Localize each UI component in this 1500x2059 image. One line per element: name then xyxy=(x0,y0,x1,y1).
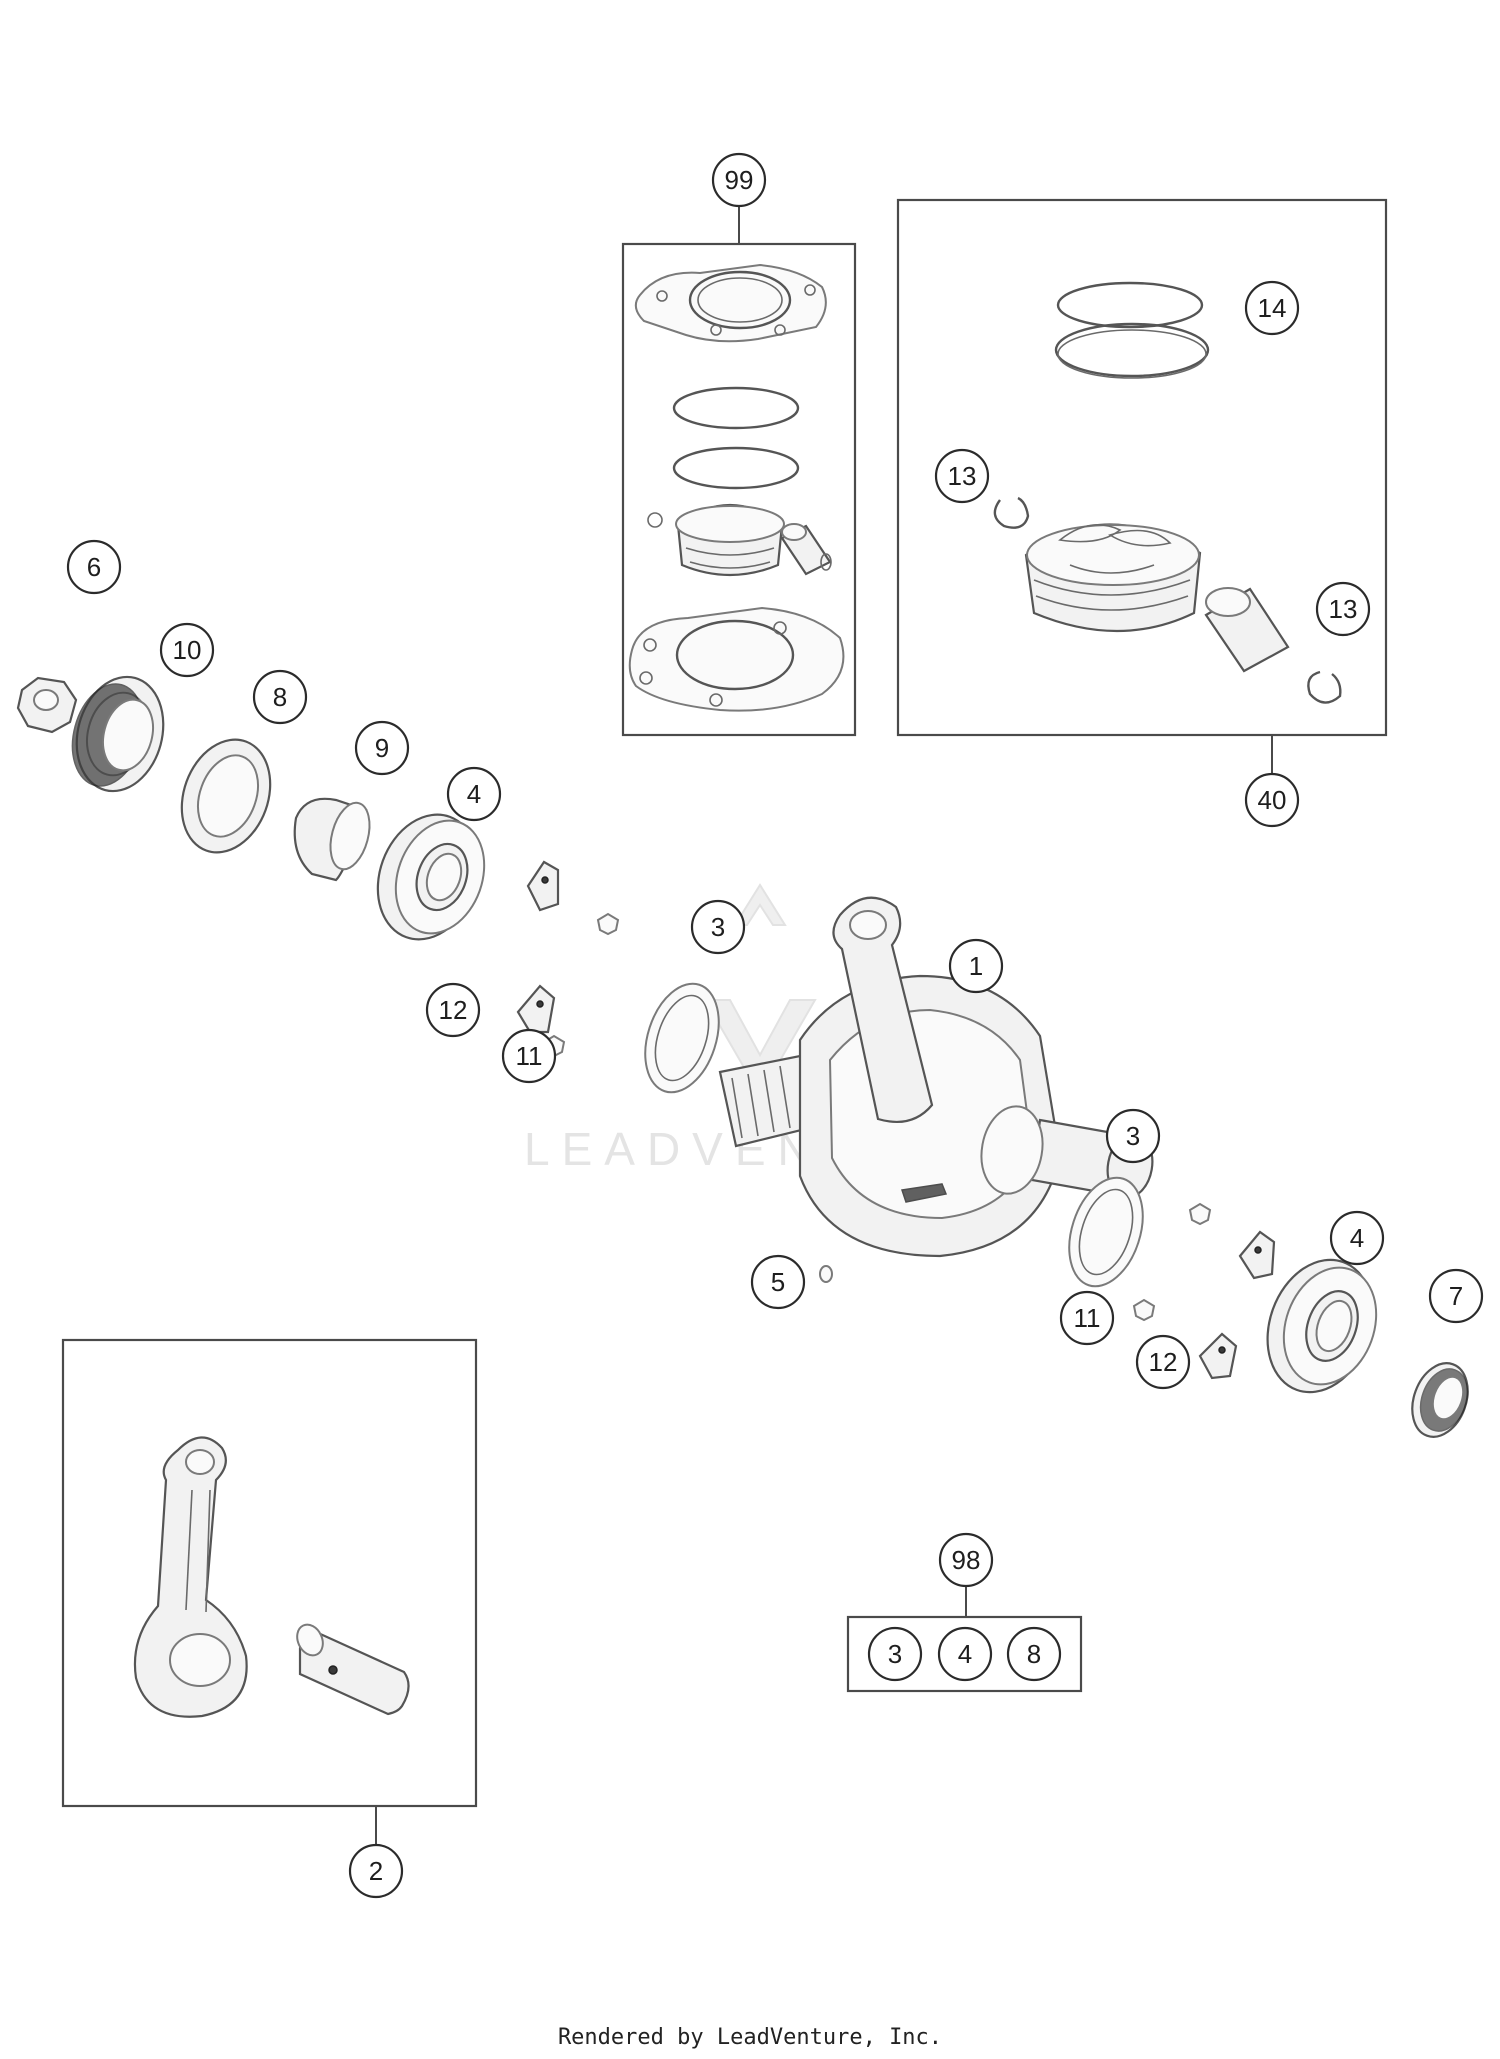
svg-text:9: 9 xyxy=(375,733,389,763)
piston-assembly-40-box xyxy=(896,198,1388,775)
callout-kit98-4[interactable]: 4 xyxy=(937,1626,993,1682)
callout-3-left[interactable]: 3 xyxy=(690,899,746,955)
svg-text:5: 5 xyxy=(771,1267,785,1297)
svg-text:1: 1 xyxy=(969,951,983,981)
svg-text:2: 2 xyxy=(369,1856,383,1886)
svg-text:10: 10 xyxy=(173,635,202,665)
callout-2[interactable]: 2 xyxy=(348,1843,404,1899)
callout-kit98-8[interactable]: 8 xyxy=(1006,1626,1062,1682)
callout-98[interactable]: 98 xyxy=(938,1532,994,1588)
conrod-2-box xyxy=(61,1338,478,1846)
svg-text:3: 3 xyxy=(711,912,725,942)
callout-kit98-3[interactable]: 3 xyxy=(867,1626,923,1682)
callout-6[interactable]: 6 xyxy=(66,539,122,595)
callout-99[interactable]: 99 xyxy=(711,152,767,208)
callout-4-right[interactable]: 4 xyxy=(1329,1210,1385,1266)
svg-text:8: 8 xyxy=(273,682,287,712)
kit-98-box: 3 4 8 xyxy=(846,1585,1083,1693)
left-shaft-parts xyxy=(16,675,620,1058)
svg-text:12: 12 xyxy=(439,995,468,1025)
svg-text:4: 4 xyxy=(467,779,481,809)
callout-10[interactable]: 10 xyxy=(159,622,215,678)
svg-text:40: 40 xyxy=(1258,785,1287,815)
svg-text:98: 98 xyxy=(952,1545,981,1575)
callout-7[interactable]: 7 xyxy=(1428,1268,1484,1324)
svg-text:13: 13 xyxy=(1329,594,1358,624)
svg-text:11: 11 xyxy=(1074,1303,1101,1333)
callout-9[interactable]: 9 xyxy=(354,720,410,776)
svg-text:4: 4 xyxy=(958,1639,972,1669)
callout-12-right[interactable]: 12 xyxy=(1135,1334,1191,1390)
svg-text:99: 99 xyxy=(725,165,754,195)
callout-40[interactable]: 40 xyxy=(1244,772,1300,828)
gear-10 xyxy=(71,675,165,793)
callout-3-right[interactable]: 3 xyxy=(1105,1108,1161,1164)
callout-13-left[interactable]: 13 xyxy=(934,448,990,504)
callout-11-left[interactable]: 11 xyxy=(501,1028,557,1084)
callout-8[interactable]: 8 xyxy=(252,669,308,725)
callout-13-right[interactable]: 13 xyxy=(1315,581,1371,637)
callout-5[interactable]: 5 xyxy=(750,1254,806,1310)
svg-text:11: 11 xyxy=(516,1041,543,1071)
svg-text:14: 14 xyxy=(1258,293,1287,323)
footer-credit: Rendered by LeadVenture, Inc. xyxy=(557,2025,943,2050)
svg-text:3: 3 xyxy=(1126,1121,1140,1151)
callout-1[interactable]: 1 xyxy=(948,938,1004,994)
svg-text:3: 3 xyxy=(888,1639,902,1669)
svg-text:6: 6 xyxy=(87,552,101,582)
kit-99-box xyxy=(621,205,857,737)
svg-text:4: 4 xyxy=(1350,1223,1364,1253)
callout-12-left[interactable]: 12 xyxy=(425,982,481,1038)
callout-4-left[interactable]: 4 xyxy=(446,766,502,822)
svg-text:7: 7 xyxy=(1449,1281,1463,1311)
crankshaft-1 xyxy=(644,896,1154,1283)
callout-14[interactable]: 14 xyxy=(1244,280,1300,336)
right-shaft-parts xyxy=(1068,1176,1469,1438)
callout-11-right[interactable]: 11 xyxy=(1059,1290,1115,1346)
svg-text:13: 13 xyxy=(948,461,977,491)
svg-text:8: 8 xyxy=(1027,1639,1041,1669)
svg-text:12: 12 xyxy=(1149,1347,1178,1377)
